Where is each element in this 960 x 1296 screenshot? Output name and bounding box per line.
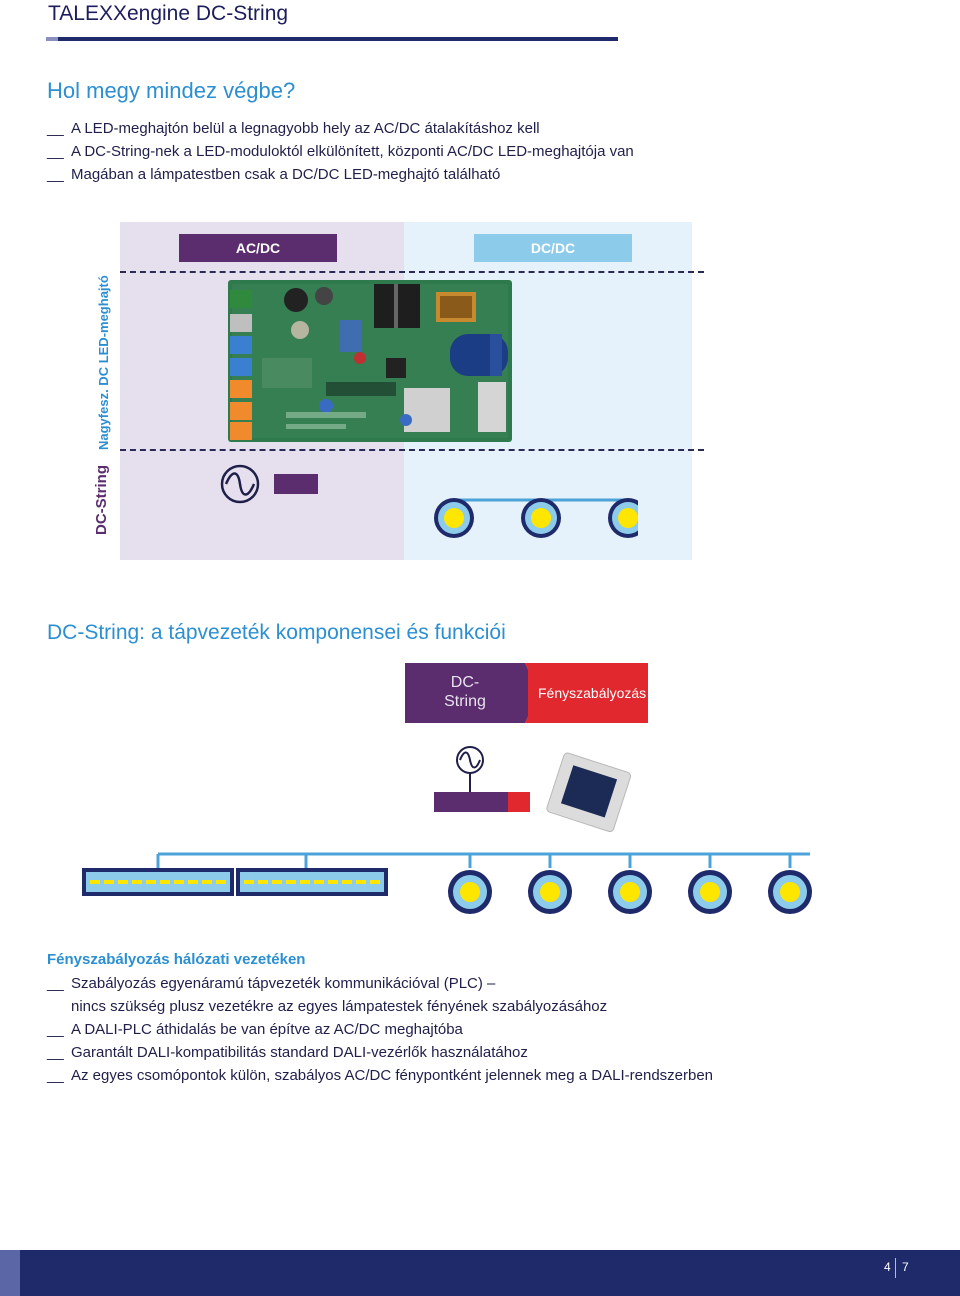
- led-node-icon: [688, 870, 732, 914]
- bullet-list-dimming: __Szabályozás egyenáramú tápvezeték komm…: [47, 972, 713, 1087]
- bullet-item: __Szabályozás egyenáramú tápvezeték komm…: [47, 975, 496, 992]
- led-node-icon: [528, 870, 572, 914]
- dimming-box: Fényszabályozás: [528, 663, 648, 723]
- led-node-icon: [768, 870, 812, 914]
- footer-accent: [0, 1250, 20, 1296]
- dali-control-panel-icon: [546, 752, 632, 833]
- document-title: TALEXXengine DC-String: [48, 2, 289, 25]
- dc-string-box-line1: DC-: [450, 674, 480, 691]
- led-node-icon: [521, 498, 561, 538]
- section-heading-dimming: Fényszabályozás hálózati vezetéken: [47, 951, 306, 968]
- footer-bar: [0, 1250, 960, 1296]
- title-underline: [46, 37, 618, 41]
- bullet-item: __Az egyes csomópontok külön, szabályos …: [47, 1067, 714, 1084]
- section-heading-components: DC-String: a tápvezeték komponensei és f…: [47, 621, 506, 644]
- bullet-item: __A DC-String-nek a LED-moduloktól elkül…: [47, 143, 634, 160]
- ac-source-icon: [220, 464, 260, 504]
- bullet-item: __A LED-meghajtón belül a legnagyobb hel…: [47, 120, 540, 137]
- dimming-box-label: Fényszabályozás: [538, 685, 647, 701]
- led-node-icon: [434, 498, 474, 538]
- page-number-divider: [895, 1258, 896, 1278]
- ac-source-icon: [456, 746, 484, 792]
- bullet-item: __Garantált DALI-kompatibilitás standard…: [47, 1044, 528, 1061]
- bullet-item: __Magában a lámpatestben csak a DC/DC LE…: [47, 166, 501, 183]
- dc-string-side-label: DC-String: [93, 465, 110, 535]
- dc-string-wiring-diagram: [220, 464, 638, 538]
- page-number-right: 7: [902, 1260, 909, 1274]
- dc-string-box-line2: String: [444, 693, 486, 710]
- bullet-list-where: __A LED-meghajtón belül a legnagyobb hel…: [47, 117, 634, 186]
- acdc-driver-block: [434, 792, 508, 812]
- dcdc-label: DC/DC: [474, 234, 632, 262]
- section-heading-where: Hol megy mindez végbe?: [47, 78, 296, 103]
- dali-plc-block: [508, 792, 530, 812]
- page-number-left: 4: [884, 1260, 891, 1274]
- title-underline-accent: [46, 37, 58, 41]
- bullet-item-continuation: nincs szükség plusz vezetékre az egyes l…: [71, 998, 608, 1015]
- linear-led-module-icon: [82, 868, 234, 896]
- led-node-icon: [608, 498, 638, 538]
- led-driver-circuit-board: [228, 280, 512, 442]
- linear-led-module-icon: [236, 868, 388, 896]
- acdc-label: AC/DC: [179, 234, 337, 262]
- led-node-icon: [608, 870, 652, 914]
- dc-string-components-diagram: [82, 746, 812, 914]
- hv-dc-led-driver-side-label: Nagyfesz. DC LED-meghajtó: [96, 275, 111, 450]
- acdc-driver-block: [274, 474, 318, 494]
- led-node-icon: [448, 870, 492, 914]
- bullet-item: __A DALI-PLC áthidalás be van építve az …: [47, 1021, 463, 1038]
- dashed-line-top: [120, 271, 704, 273]
- dashed-line-bottom: [120, 449, 704, 451]
